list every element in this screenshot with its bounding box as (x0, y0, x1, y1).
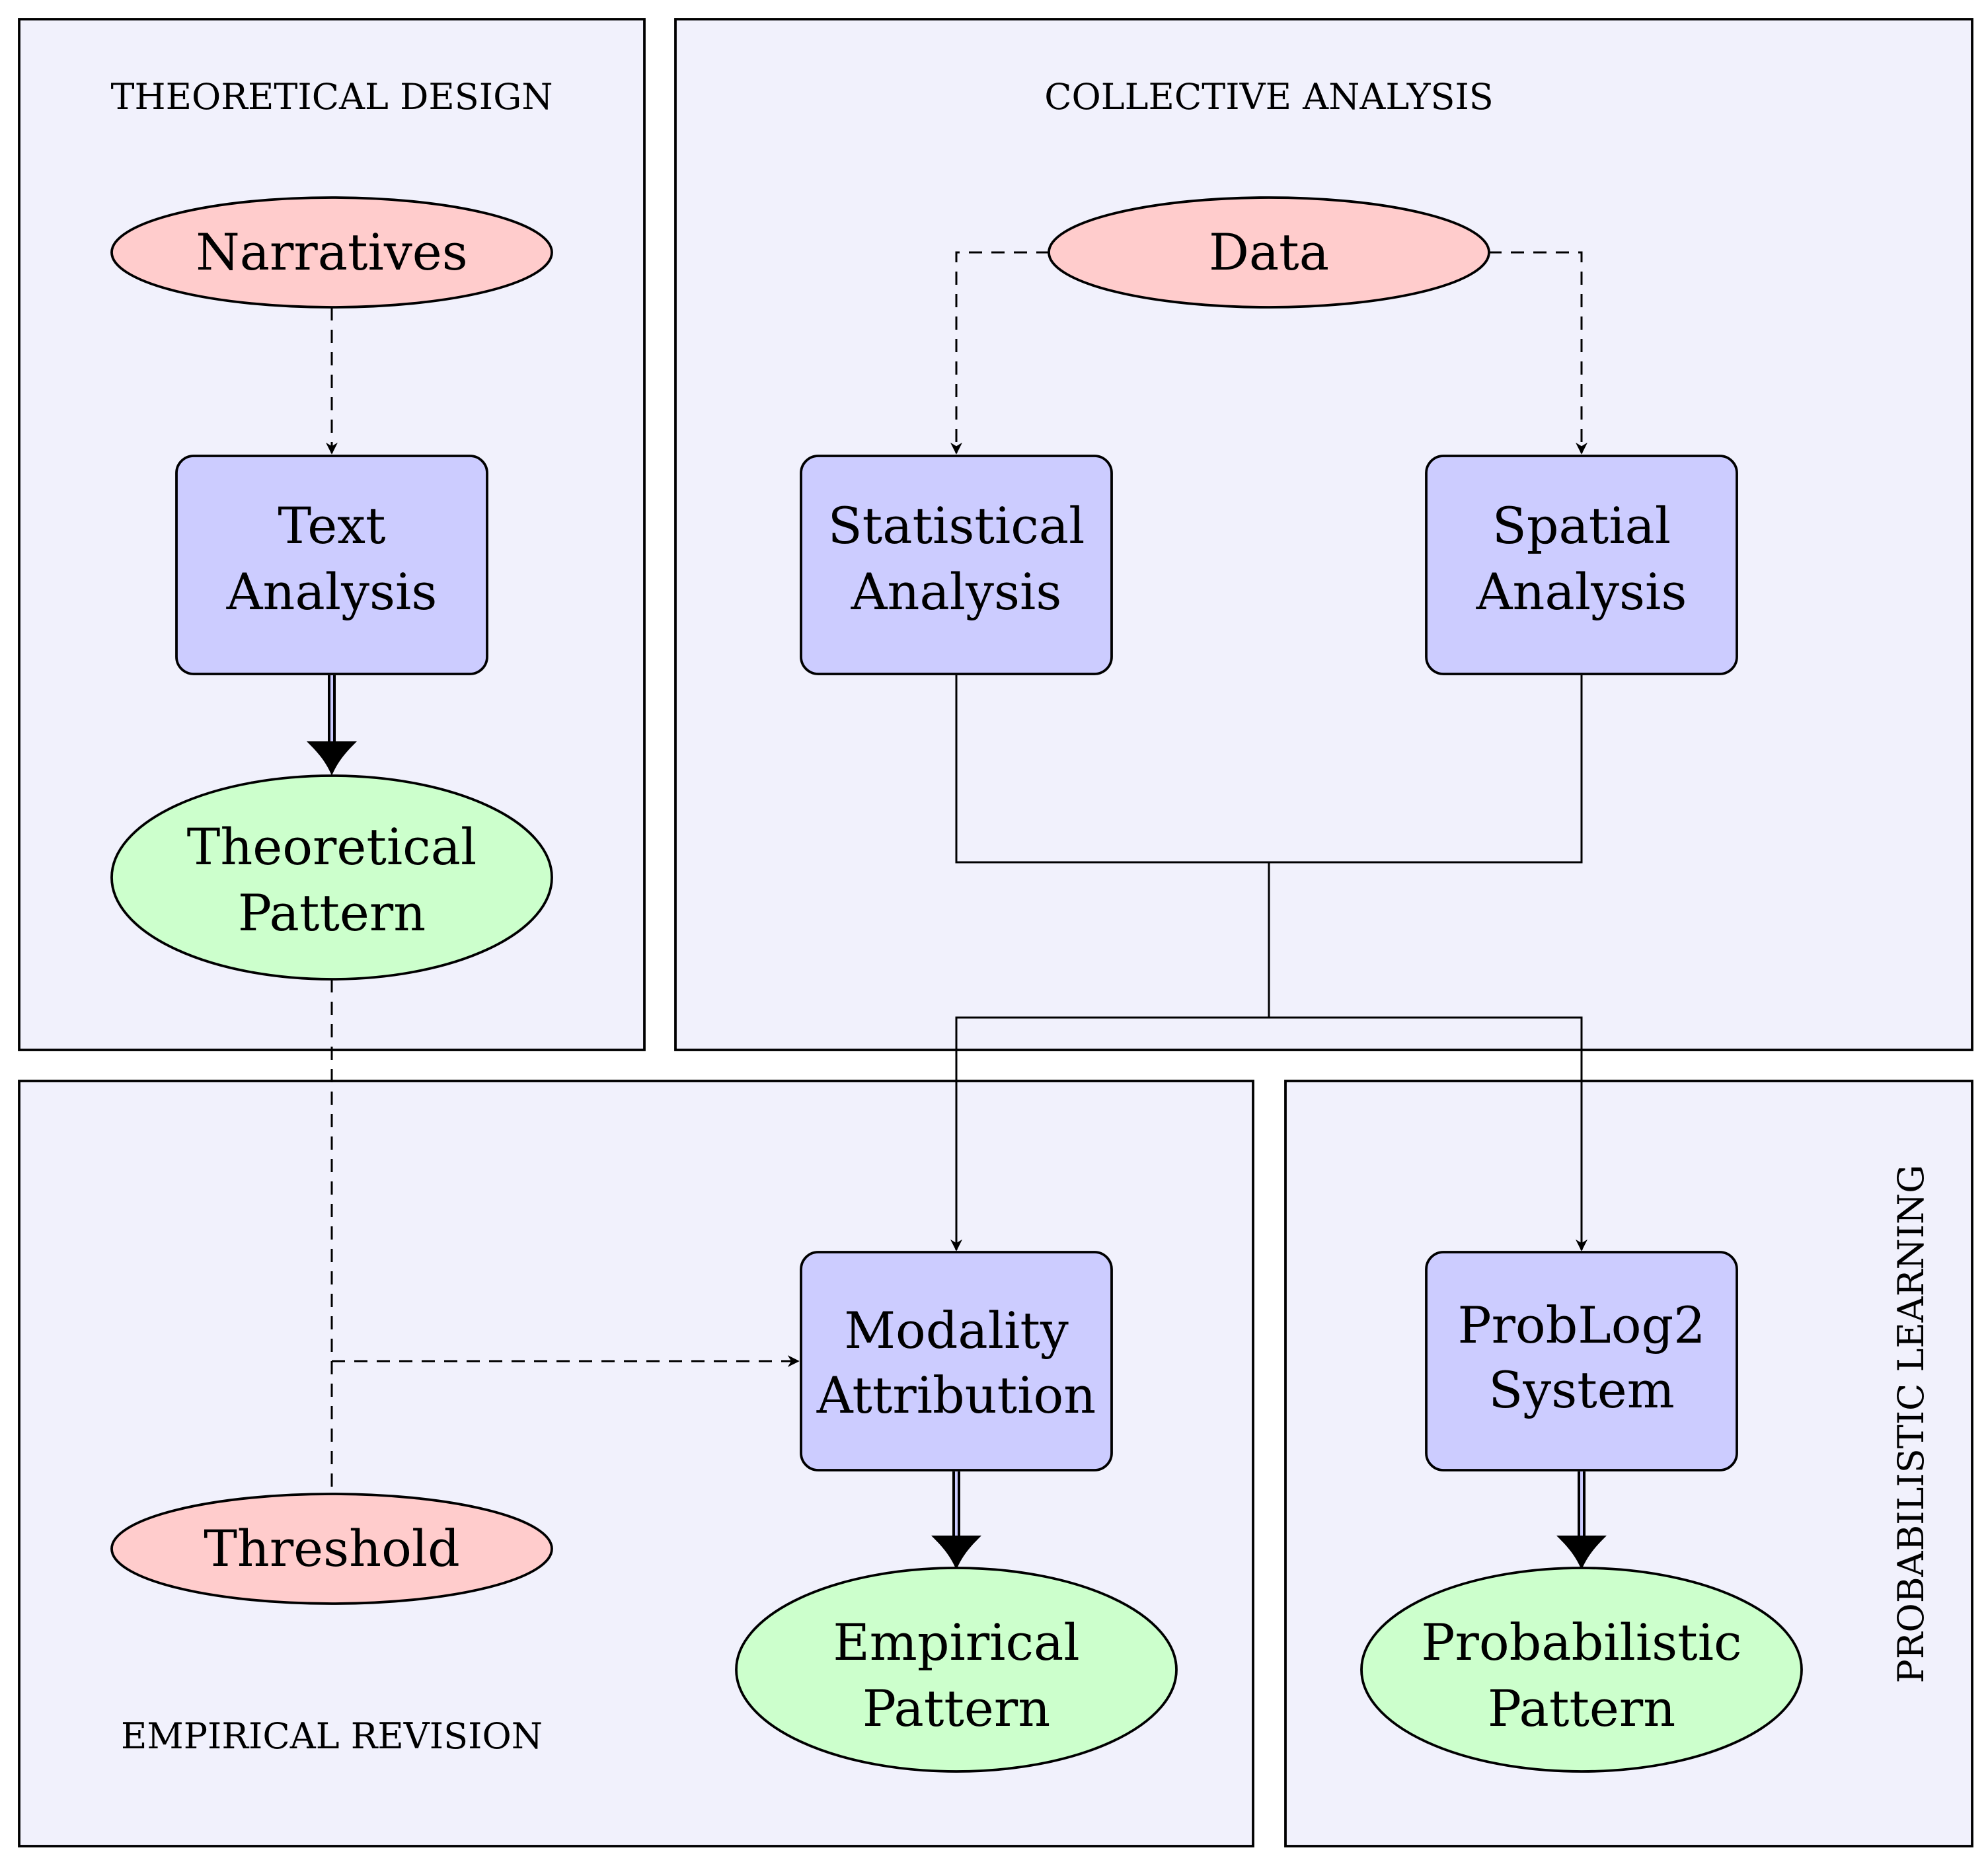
node-data: Data (1048, 196, 1490, 309)
panel-title-theoretical-design: THEORETICAL DESIGN (111, 76, 553, 118)
node-probabilistic-pattern: Probabilistic Pattern (1360, 1567, 1803, 1773)
node-theoretical-pattern: Theoretical Pattern (110, 774, 553, 981)
node-problog2-system-line2: System (1488, 1360, 1675, 1419)
node-statistical-analysis-line2: Analysis (851, 562, 1062, 621)
node-threshold: Threshold (110, 1493, 553, 1605)
node-narratives: Narratives (110, 196, 553, 309)
node-text-analysis-line2: Analysis (226, 562, 438, 621)
node-spatial-analysis-line2: Analysis (1476, 562, 1687, 621)
node-modality-attribution-line1: Modality (844, 1301, 1069, 1360)
edge-problog2-system-to-probabilistic-pattern (1556, 1471, 1607, 1570)
edge-text-analysis-to-theoretical-pattern (307, 675, 357, 776)
edge-modality-attribution-to-empirical-pattern (931, 1471, 981, 1570)
node-probabilistic-pattern-line2: Pattern (1488, 1679, 1675, 1738)
node-narratives-label: Narratives (196, 223, 468, 281)
node-spatial-analysis-line1: Spatial (1492, 496, 1671, 555)
node-statistical-analysis: Statistical Analysis (800, 455, 1113, 675)
node-modality-attribution: Modality Attribution (800, 1251, 1113, 1471)
panel-title-probabilistic-learning: PROBABILISTIC LEARNING (1890, 1165, 1932, 1684)
node-threshold-label: Threshold (204, 1519, 460, 1578)
node-spatial-analysis: Spatial Analysis (1425, 455, 1738, 675)
node-empirical-pattern: Empirical Pattern (735, 1567, 1178, 1773)
node-statistical-analysis-line1: Statistical (828, 496, 1085, 555)
panel-title-collective-analysis: COLLECTIVE ANALYSIS (1044, 76, 1494, 118)
panel-title-empirical-revision: EMPIRICAL REVISION (121, 1715, 543, 1757)
node-problog2-system-line1: ProbLog2 (1457, 1296, 1705, 1355)
node-theoretical-pattern-line1: Theoretical (187, 817, 477, 876)
node-probabilistic-pattern-line1: Probabilistic (1421, 1613, 1741, 1672)
edge-trunk-to-problog2-system (1269, 1016, 1587, 1251)
node-problog2-system: ProbLog2 System (1425, 1251, 1738, 1471)
edge-trunk-to-modality-attribution (950, 1016, 1269, 1251)
edge-data-to-statistical-analysis (950, 251, 1050, 455)
node-modality-attribution-line2: Attribution (816, 1366, 1096, 1425)
node-theoretical-pattern-line2: Pattern (238, 883, 426, 942)
node-text-analysis: Text Analysis (175, 455, 488, 675)
node-data-label: Data (1209, 223, 1329, 281)
edge-data-to-spatial-analysis (1488, 251, 1587, 455)
node-empirical-pattern-line1: Empirical (833, 1613, 1079, 1672)
node-empirical-pattern-line2: Pattern (862, 1679, 1050, 1738)
node-text-analysis-line1: Text (278, 496, 385, 555)
